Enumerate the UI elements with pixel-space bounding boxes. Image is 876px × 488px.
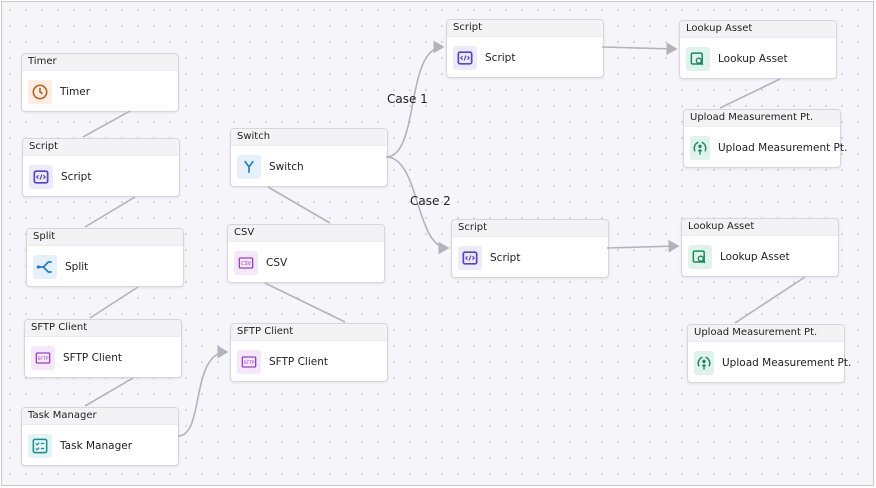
node-title: Script bbox=[452, 220, 608, 237]
script-icon bbox=[29, 164, 53, 189]
lookup-asset-icon bbox=[688, 244, 712, 269]
node-csv[interactable]: CSV CSV CSV bbox=[227, 224, 385, 283]
node-title: Script bbox=[447, 20, 603, 37]
node-label: Upload Measurement Pt. bbox=[718, 141, 848, 154]
case-2-label: Case 2 bbox=[410, 194, 451, 208]
task-list-icon bbox=[28, 433, 52, 458]
connection-script1-split[interactable] bbox=[84, 196, 136, 228]
script-icon bbox=[453, 45, 477, 70]
node-label: Script bbox=[485, 51, 516, 64]
node-label: Script bbox=[490, 251, 521, 264]
svg-text:CSV: CSV bbox=[241, 261, 252, 267]
node-label: Script bbox=[61, 170, 92, 183]
node-label: Task Manager bbox=[60, 439, 133, 452]
node-title: Split bbox=[27, 229, 183, 246]
node-switch[interactable]: Switch Switch bbox=[230, 128, 388, 187]
node-title: Task Manager bbox=[22, 408, 178, 425]
connection-task-sftp2[interactable] bbox=[177, 345, 229, 437]
node-label: CSV bbox=[266, 256, 288, 269]
node-script1[interactable]: Script Script bbox=[22, 138, 180, 197]
node-title: SFTP Client bbox=[25, 320, 181, 337]
node-title: Timer bbox=[22, 54, 178, 71]
node-title: Switch bbox=[231, 129, 387, 146]
node-split[interactable]: Split Split bbox=[26, 228, 184, 287]
node-task[interactable]: Task Manager Task Manager bbox=[21, 407, 179, 466]
node-label: Split bbox=[65, 260, 89, 273]
node-sftp2[interactable]: SFTP Client SFTP SFTP Client bbox=[230, 323, 388, 382]
node-upload1[interactable]: Upload Measurement Pt. Upload Measuremen… bbox=[683, 109, 847, 168]
connection-switch-script3[interactable] bbox=[385, 156, 450, 255]
csv-icon: CSV bbox=[234, 250, 258, 275]
case-1-label: Case 1 bbox=[387, 92, 428, 106]
connection-lookup1-upload1[interactable] bbox=[719, 78, 781, 109]
node-title: Upload Measurement Pt. bbox=[688, 325, 844, 342]
node-script2[interactable]: Script Script bbox=[446, 19, 604, 78]
sftp-icon: SFTP bbox=[237, 349, 261, 374]
connection-sftp1-task[interactable] bbox=[84, 377, 134, 407]
connection-timer-script1[interactable] bbox=[82, 110, 131, 138]
node-title: Upload Measurement Pt. bbox=[684, 110, 840, 127]
upload-measurement-icon bbox=[694, 350, 714, 375]
switch-icon bbox=[237, 154, 261, 179]
node-label: Lookup Asset bbox=[720, 250, 790, 263]
clock-icon bbox=[28, 79, 52, 104]
sftp-icon: SFTP bbox=[31, 345, 55, 370]
node-timer[interactable]: Timer Timer bbox=[21, 53, 179, 112]
script-icon bbox=[458, 245, 482, 270]
split-icon bbox=[33, 254, 57, 279]
connection-csv-sftp2[interactable] bbox=[264, 282, 346, 323]
lookup-asset-icon bbox=[686, 46, 710, 71]
node-title: Lookup Asset bbox=[682, 219, 838, 236]
node-label: Upload Measurement Pt. bbox=[722, 356, 852, 369]
connection-split-sftp1[interactable] bbox=[89, 286, 139, 319]
node-title: CSV bbox=[228, 225, 384, 242]
node-lookup2[interactable]: Lookup Asset Lookup Asset bbox=[681, 218, 839, 277]
node-label: SFTP Client bbox=[63, 351, 123, 364]
node-title: SFTP Client bbox=[231, 324, 387, 341]
node-lookup1[interactable]: Lookup Asset Lookup Asset bbox=[679, 20, 837, 79]
node-label: Timer bbox=[60, 85, 91, 98]
connection-script3-lookup2[interactable] bbox=[606, 239, 680, 253]
svg-text:SFTP: SFTP bbox=[37, 356, 48, 362]
node-label: Switch bbox=[269, 160, 304, 173]
node-script3[interactable]: Script Script bbox=[451, 219, 609, 278]
connection-switch-csv[interactable] bbox=[267, 186, 331, 224]
svg-text:SFTP: SFTP bbox=[243, 360, 254, 366]
node-title: Script bbox=[23, 139, 179, 156]
connection-lookup2-upload2[interactable] bbox=[734, 276, 806, 324]
node-sftp1[interactable]: SFTP Client SFTP SFTP Client bbox=[24, 319, 182, 378]
node-title: Lookup Asset bbox=[680, 21, 836, 38]
node-upload2[interactable]: Upload Measurement Pt. Upload Measuremen… bbox=[687, 324, 851, 383]
node-label: SFTP Client bbox=[269, 355, 329, 368]
connection-switch-script2[interactable] bbox=[385, 40, 445, 158]
connection-script2-lookup1[interactable] bbox=[601, 42, 678, 56]
node-label: Lookup Asset bbox=[718, 52, 788, 65]
upload-measurement-icon bbox=[690, 135, 710, 160]
